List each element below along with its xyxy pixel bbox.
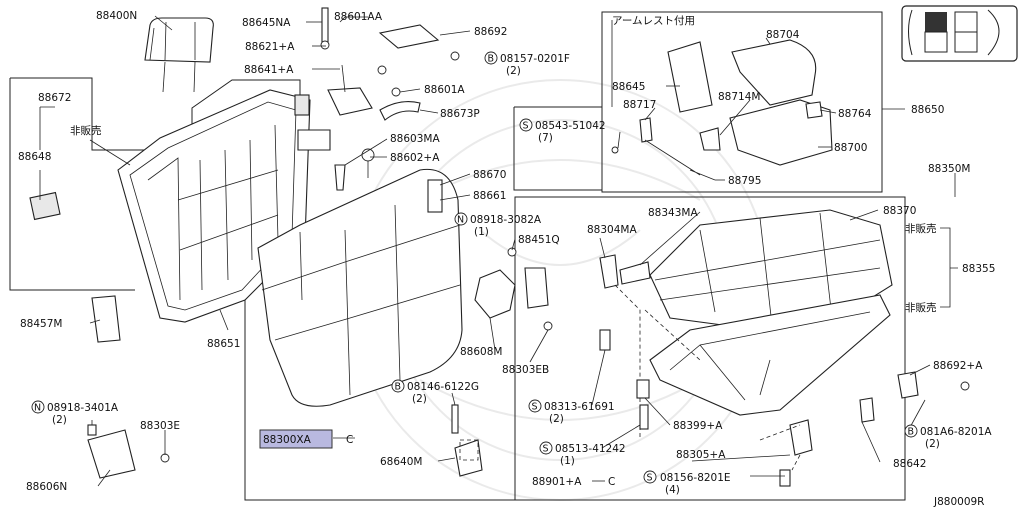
label-08918-3082A: 08918-3082A	[470, 214, 542, 226]
label-88603MA: 88603MA	[390, 133, 440, 145]
label-08918-3401A-qty: (2)	[52, 414, 67, 426]
label-08157-qty: (2)	[506, 65, 521, 77]
label-88642: 88642	[893, 458, 926, 470]
label-08513-qty: (1)	[560, 455, 575, 467]
label-88692: 88692	[474, 26, 507, 38]
label-08513: 08513-41242	[555, 443, 626, 455]
label-88641A: 88641+A	[244, 64, 294, 76]
seat-layout-index-icon	[901, 5, 1018, 62]
label-88648: 88648	[18, 151, 51, 163]
label-081A6: 081A6-8201A	[920, 426, 992, 438]
svg-text:B: B	[488, 54, 495, 65]
svg-text:B: B	[395, 382, 402, 393]
armrest-parts	[611, 39, 833, 181]
label-nonsale-1: 非販売	[70, 124, 102, 137]
label-08543: 08543-51042	[535, 120, 606, 132]
label-88692A: 88692+A	[933, 360, 983, 372]
prefix-markers: B S N B N S S B S	[31, 51, 918, 484]
label-08918-3401A: 08918-3401A	[47, 402, 119, 414]
label-88717: 88717	[623, 99, 656, 111]
label-88606N: 88606N	[26, 481, 67, 493]
label-88350M: 88350M	[928, 163, 970, 175]
label-88901A: 88901+A	[532, 476, 582, 488]
label-88764: 88764	[838, 108, 872, 120]
armrest-section-box	[601, 11, 883, 193]
dashed-connectors	[614, 284, 801, 471]
label-88300XA: 88300XA	[263, 434, 312, 446]
svg-text:S: S	[647, 473, 653, 484]
label-88700: 88700	[834, 142, 867, 154]
diagram-reference-code: J880009R	[933, 496, 984, 508]
label-88304MA: 88304MA	[587, 224, 637, 236]
svg-text:S: S	[532, 402, 538, 413]
label-08146: 08146-6122G	[407, 381, 479, 393]
label-88673P: 88673P	[440, 108, 480, 120]
label-08157: 08157-0201F	[500, 53, 570, 65]
label-88795: 88795	[728, 175, 761, 187]
label-88704: 88704	[766, 29, 800, 41]
backrest-hardware	[87, 7, 553, 479]
label-08156: 08156-8201E	[660, 472, 731, 484]
label-nonsale-2: 非販売	[905, 222, 937, 235]
label-88901A-code: C	[608, 476, 615, 488]
label-88451Q: 88451Q	[518, 234, 560, 246]
svg-text:S: S	[543, 444, 549, 455]
label-88370: 88370	[883, 205, 916, 217]
svg-text:B: B	[908, 427, 915, 438]
headrest-part	[144, 17, 214, 93]
svg-text:N: N	[34, 403, 41, 414]
label-88645: 88645	[612, 81, 645, 93]
label-nonsale-3: 非販売	[905, 301, 937, 314]
part-88648	[29, 191, 61, 221]
label-88305A: 88305+A	[676, 449, 726, 461]
label-88608M: 88608M	[460, 346, 502, 358]
label-88670: 88670	[473, 169, 506, 181]
seat-cushion-part	[599, 209, 970, 487]
label-08313-qty: (2)	[549, 413, 564, 425]
label-88355: 88355	[962, 263, 995, 275]
label-88303E: 88303E	[140, 420, 180, 432]
part-labels: 88400N 88645NA 88601AA 88692 88621+A 081…	[18, 10, 995, 508]
label-88400N: 88400N	[96, 10, 137, 22]
label-88651: 88651	[207, 338, 240, 350]
label-08313: 08313-61691	[544, 401, 615, 413]
label-88602A: 88602+A	[390, 152, 440, 164]
part-88457M	[91, 295, 121, 343]
label-88661: 88661	[473, 190, 506, 202]
dashed-connector-68640	[459, 439, 479, 461]
label-08156-qty: (4)	[665, 484, 680, 496]
label-08543-qty: (7)	[538, 132, 553, 144]
label-68640M: 68640M	[380, 456, 422, 468]
svg-text:N: N	[457, 215, 464, 226]
label-88621A: 88621+A	[245, 41, 295, 53]
label-88300XA-code: C	[346, 434, 353, 446]
cushion-section-box	[515, 196, 906, 501]
label-88714M: 88714M	[718, 91, 760, 103]
label-88672: 88672	[38, 92, 71, 104]
armrest-side-frame	[513, 106, 602, 191]
label-88303EB: 88303EB	[502, 364, 549, 376]
label-armrest-use: アームレスト付用	[612, 14, 695, 27]
label-88601AA: 88601AA	[334, 11, 383, 23]
label-88457M: 88457M	[20, 318, 62, 330]
backrest-left-frame	[9, 78, 135, 291]
label-88399A: 88399+A	[673, 420, 723, 432]
leader-lines	[39, 15, 958, 487]
label-88343MA: 88343MA	[648, 207, 698, 219]
backrest-pad-part	[257, 168, 463, 407]
label-08146-qty: (2)	[412, 393, 427, 405]
label-081A6-qty: (2)	[925, 438, 940, 450]
label-88645NA: 88645NA	[242, 17, 291, 29]
svg-text:S: S	[523, 121, 529, 132]
label-88650: 88650	[911, 104, 944, 116]
label-08918-3082A-qty: (1)	[474, 226, 489, 238]
highlight-88300XA	[259, 429, 333, 449]
label-88601A: 88601A	[424, 84, 465, 96]
